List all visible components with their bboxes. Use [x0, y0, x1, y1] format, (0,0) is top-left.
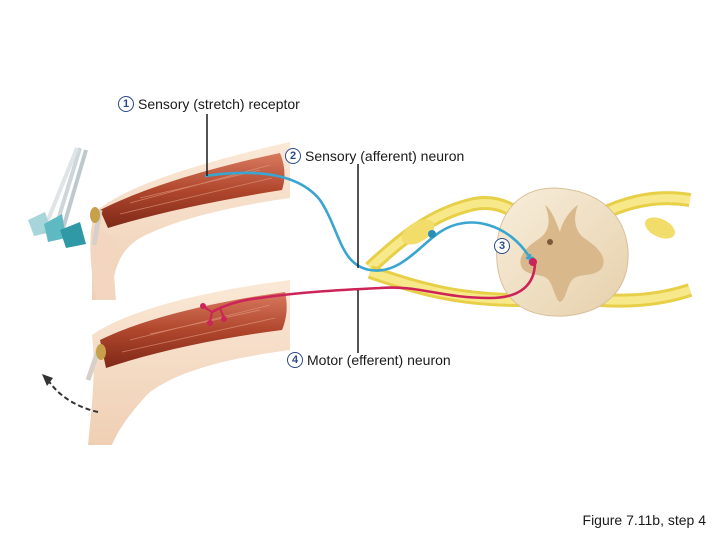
lower-patella [96, 344, 106, 360]
spinal-cord-gray-matter [520, 205, 604, 302]
step-2-text: Sensory (afferent) neuron [305, 148, 465, 164]
step-4-text: Motor (efferent) neuron [307, 352, 451, 368]
kick-arrowhead [42, 374, 53, 386]
sensory-afferent-neuron [204, 171, 532, 272]
lower-quadriceps-muscle [100, 292, 287, 368]
motor-efferent-neuron [211, 261, 537, 314]
sensory-neuron-cell-body [428, 230, 436, 238]
figure-caption: Figure 7.11b, step 4 [582, 512, 706, 528]
step-4-label: 4 Motor (efferent) neuron [287, 352, 451, 368]
neuromuscular-junction [200, 303, 227, 326]
step-3-number: 3 [494, 238, 510, 254]
lower-leg [42, 280, 290, 445]
step-1-text: Sensory (stretch) receptor [138, 96, 300, 112]
upper-lower-leg-skin [90, 225, 116, 300]
step-1-number: 1 [118, 96, 134, 112]
central-canal [547, 239, 553, 245]
step-1-label: 1 Sensory (stretch) receptor [118, 96, 300, 112]
step-2-number: 2 [285, 148, 301, 164]
step-3-label: 3 [494, 238, 514, 254]
motor-neuron-cell-body [529, 258, 537, 266]
spinal-cord [365, 187, 693, 317]
kick-arrow [47, 379, 99, 413]
reflex-hammer [28, 147, 88, 248]
upper-patella [90, 207, 100, 223]
step-2-label: 2 Sensory (afferent) neuron [285, 148, 464, 164]
upper-leg [28, 142, 290, 300]
step-4-number: 4 [287, 352, 303, 368]
dorsal-root-ganglion [401, 219, 435, 245]
